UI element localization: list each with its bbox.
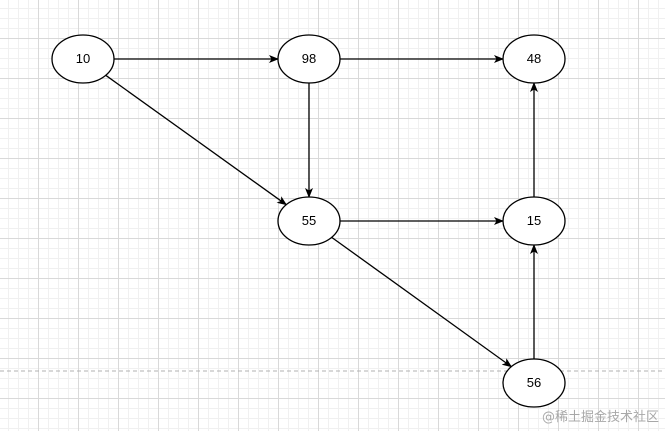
node-label: 56	[527, 375, 541, 390]
edge-55-to-56	[331, 236, 513, 368]
node-ellipse	[51, 34, 115, 84]
edges-layer	[105, 55, 538, 368]
watermark-text: @稀土掘金技术社区	[541, 410, 659, 425]
node-98[interactable]: 98	[277, 34, 341, 84]
node-ellipse	[502, 196, 566, 246]
node-ellipse	[277, 34, 341, 84]
node-56[interactable]: 56	[502, 358, 566, 408]
node-55[interactable]: 55	[277, 196, 341, 246]
node-label: 15	[527, 213, 541, 228]
node-ellipse	[502, 34, 566, 84]
node-15[interactable]: 15	[502, 196, 566, 246]
node-label: 98	[302, 51, 316, 66]
node-10[interactable]: 10	[51, 34, 115, 84]
nodes-layer: 10 98 48 55 15 56	[51, 34, 566, 408]
node-label: 55	[302, 213, 316, 228]
node-ellipse	[277, 196, 341, 246]
node-label: 48	[527, 51, 541, 66]
node-label: 10	[76, 51, 90, 66]
edge-10-to-55	[105, 74, 288, 206]
node-ellipse	[502, 358, 566, 408]
node-48[interactable]: 48	[502, 34, 566, 84]
